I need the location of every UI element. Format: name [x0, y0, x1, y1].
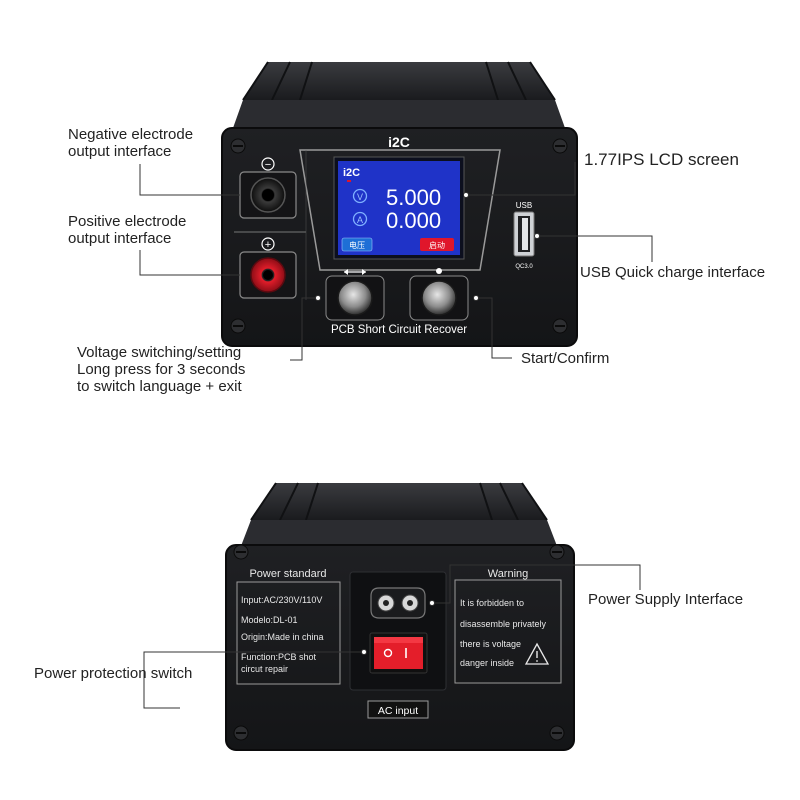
front-heatsink — [233, 61, 565, 128]
spec-line-1: Input:AC/230V/110V — [241, 595, 322, 605]
usb-label: USB — [516, 201, 532, 210]
callout-voltage-line-3: to switch language + exit — [77, 378, 242, 395]
power-rocker-switch[interactable] — [369, 632, 428, 674]
dot-icon — [436, 268, 442, 274]
front-brand-logo: i2C — [388, 134, 410, 150]
callout-start-confirm: Start/Confirm — [521, 350, 609, 367]
callout-positive-electrode: Positive electrode output interface — [68, 213, 186, 247]
callout-positive-line-2: output interface — [68, 230, 172, 247]
usb-port[interactable] — [513, 211, 535, 257]
callout-positive-line-1: Positive electrode — [68, 213, 187, 230]
callout-power-supply-text: Power Supply Interface — [588, 591, 744, 608]
back-callout-lines — [143, 564, 641, 709]
positive-jack[interactable] — [239, 251, 297, 299]
warning-title: Warning — [488, 568, 529, 580]
minus-symbol-icon: − — [261, 157, 275, 171]
front-callout-dots — [315, 192, 540, 301]
lcd-current-value: 0.000 — [386, 208, 441, 233]
svg-text:电压: 电压 — [349, 240, 365, 250]
callout-lcd-text: 1.77IPS LCD screen — [584, 150, 739, 169]
lcd-left-button — [341, 237, 373, 252]
voltage-knob[interactable] — [325, 275, 385, 321]
warning-line-4: danger inside — [460, 658, 514, 668]
qc-label: QC3.0 — [515, 264, 533, 270]
voltage-symbol-icon — [352, 188, 368, 204]
callout-negative-line-1: Negative electrode — [68, 126, 194, 143]
lcd-screen: i2C V 5.000 A 0.000 电压 启动 — [333, 156, 465, 260]
lcd-right-button — [420, 238, 454, 251]
front-callout-lines — [139, 162, 653, 361]
ac-power-socket[interactable] — [370, 587, 426, 619]
spec-line-2: Modelo:DL-01 — [241, 615, 298, 625]
spec-line-3: Origin:Made in china — [241, 632, 324, 642]
power-standard-title: Power standard — [249, 568, 326, 580]
negative-jack[interactable] — [239, 171, 297, 219]
start-knob[interactable] — [409, 275, 469, 321]
ac-input-label: AC input — [378, 705, 418, 717]
back-callout-dots — [361, 600, 435, 655]
svg-text:−: − — [265, 159, 271, 171]
arrows-icon — [344, 269, 366, 275]
callout-power-protection-switch: Power protection switch — [34, 665, 192, 682]
callout-usb-text: USB Quick charge interface — [580, 264, 766, 281]
callout-voltage-switching: Voltage switching/setting Long press for… — [77, 344, 245, 395]
svg-text:V: V — [357, 192, 363, 202]
svg-text:+: + — [265, 239, 271, 251]
warning-line-3: there is voltage — [460, 639, 521, 649]
warning-triangle-icon — [524, 642, 550, 665]
lcd-voltage-value: 5.000 — [386, 185, 441, 210]
warning-line-2: disassemble privately — [460, 619, 547, 629]
callout-power-switch-text: Power protection switch — [34, 665, 193, 682]
callout-usb-interface: USB Quick charge interface — [580, 264, 765, 281]
svg-text:A: A — [357, 215, 363, 225]
callout-voltage-line-2: Long press for 3 seconds — [77, 361, 246, 378]
front-bottom-label: PCB Short Circuit Recover — [331, 324, 467, 336]
callout-power-supply-interface: Power Supply Interface — [588, 591, 743, 608]
current-symbol-icon — [352, 211, 368, 227]
callout-negative-electrode: Negative electrode output interface — [68, 126, 193, 160]
callout-voltage-line-1: Voltage switching/setting — [77, 344, 242, 361]
warning-line-1: It is forbidden to — [460, 598, 524, 608]
lcd-logo: i2C — [343, 167, 360, 179]
callout-lcd-screen: 1.77IPS LCD screen — [584, 151, 739, 168]
plus-symbol-icon: + — [261, 237, 275, 251]
spec-line-5: circut repair — [241, 664, 288, 674]
spec-line-4: Function:PCB shot — [241, 652, 317, 662]
callout-start-text: Start/Confirm — [521, 350, 610, 367]
callout-negative-line-2: output interface — [68, 143, 172, 160]
back-heatsink — [241, 482, 557, 546]
svg-text:启动: 启动 — [429, 240, 445, 250]
